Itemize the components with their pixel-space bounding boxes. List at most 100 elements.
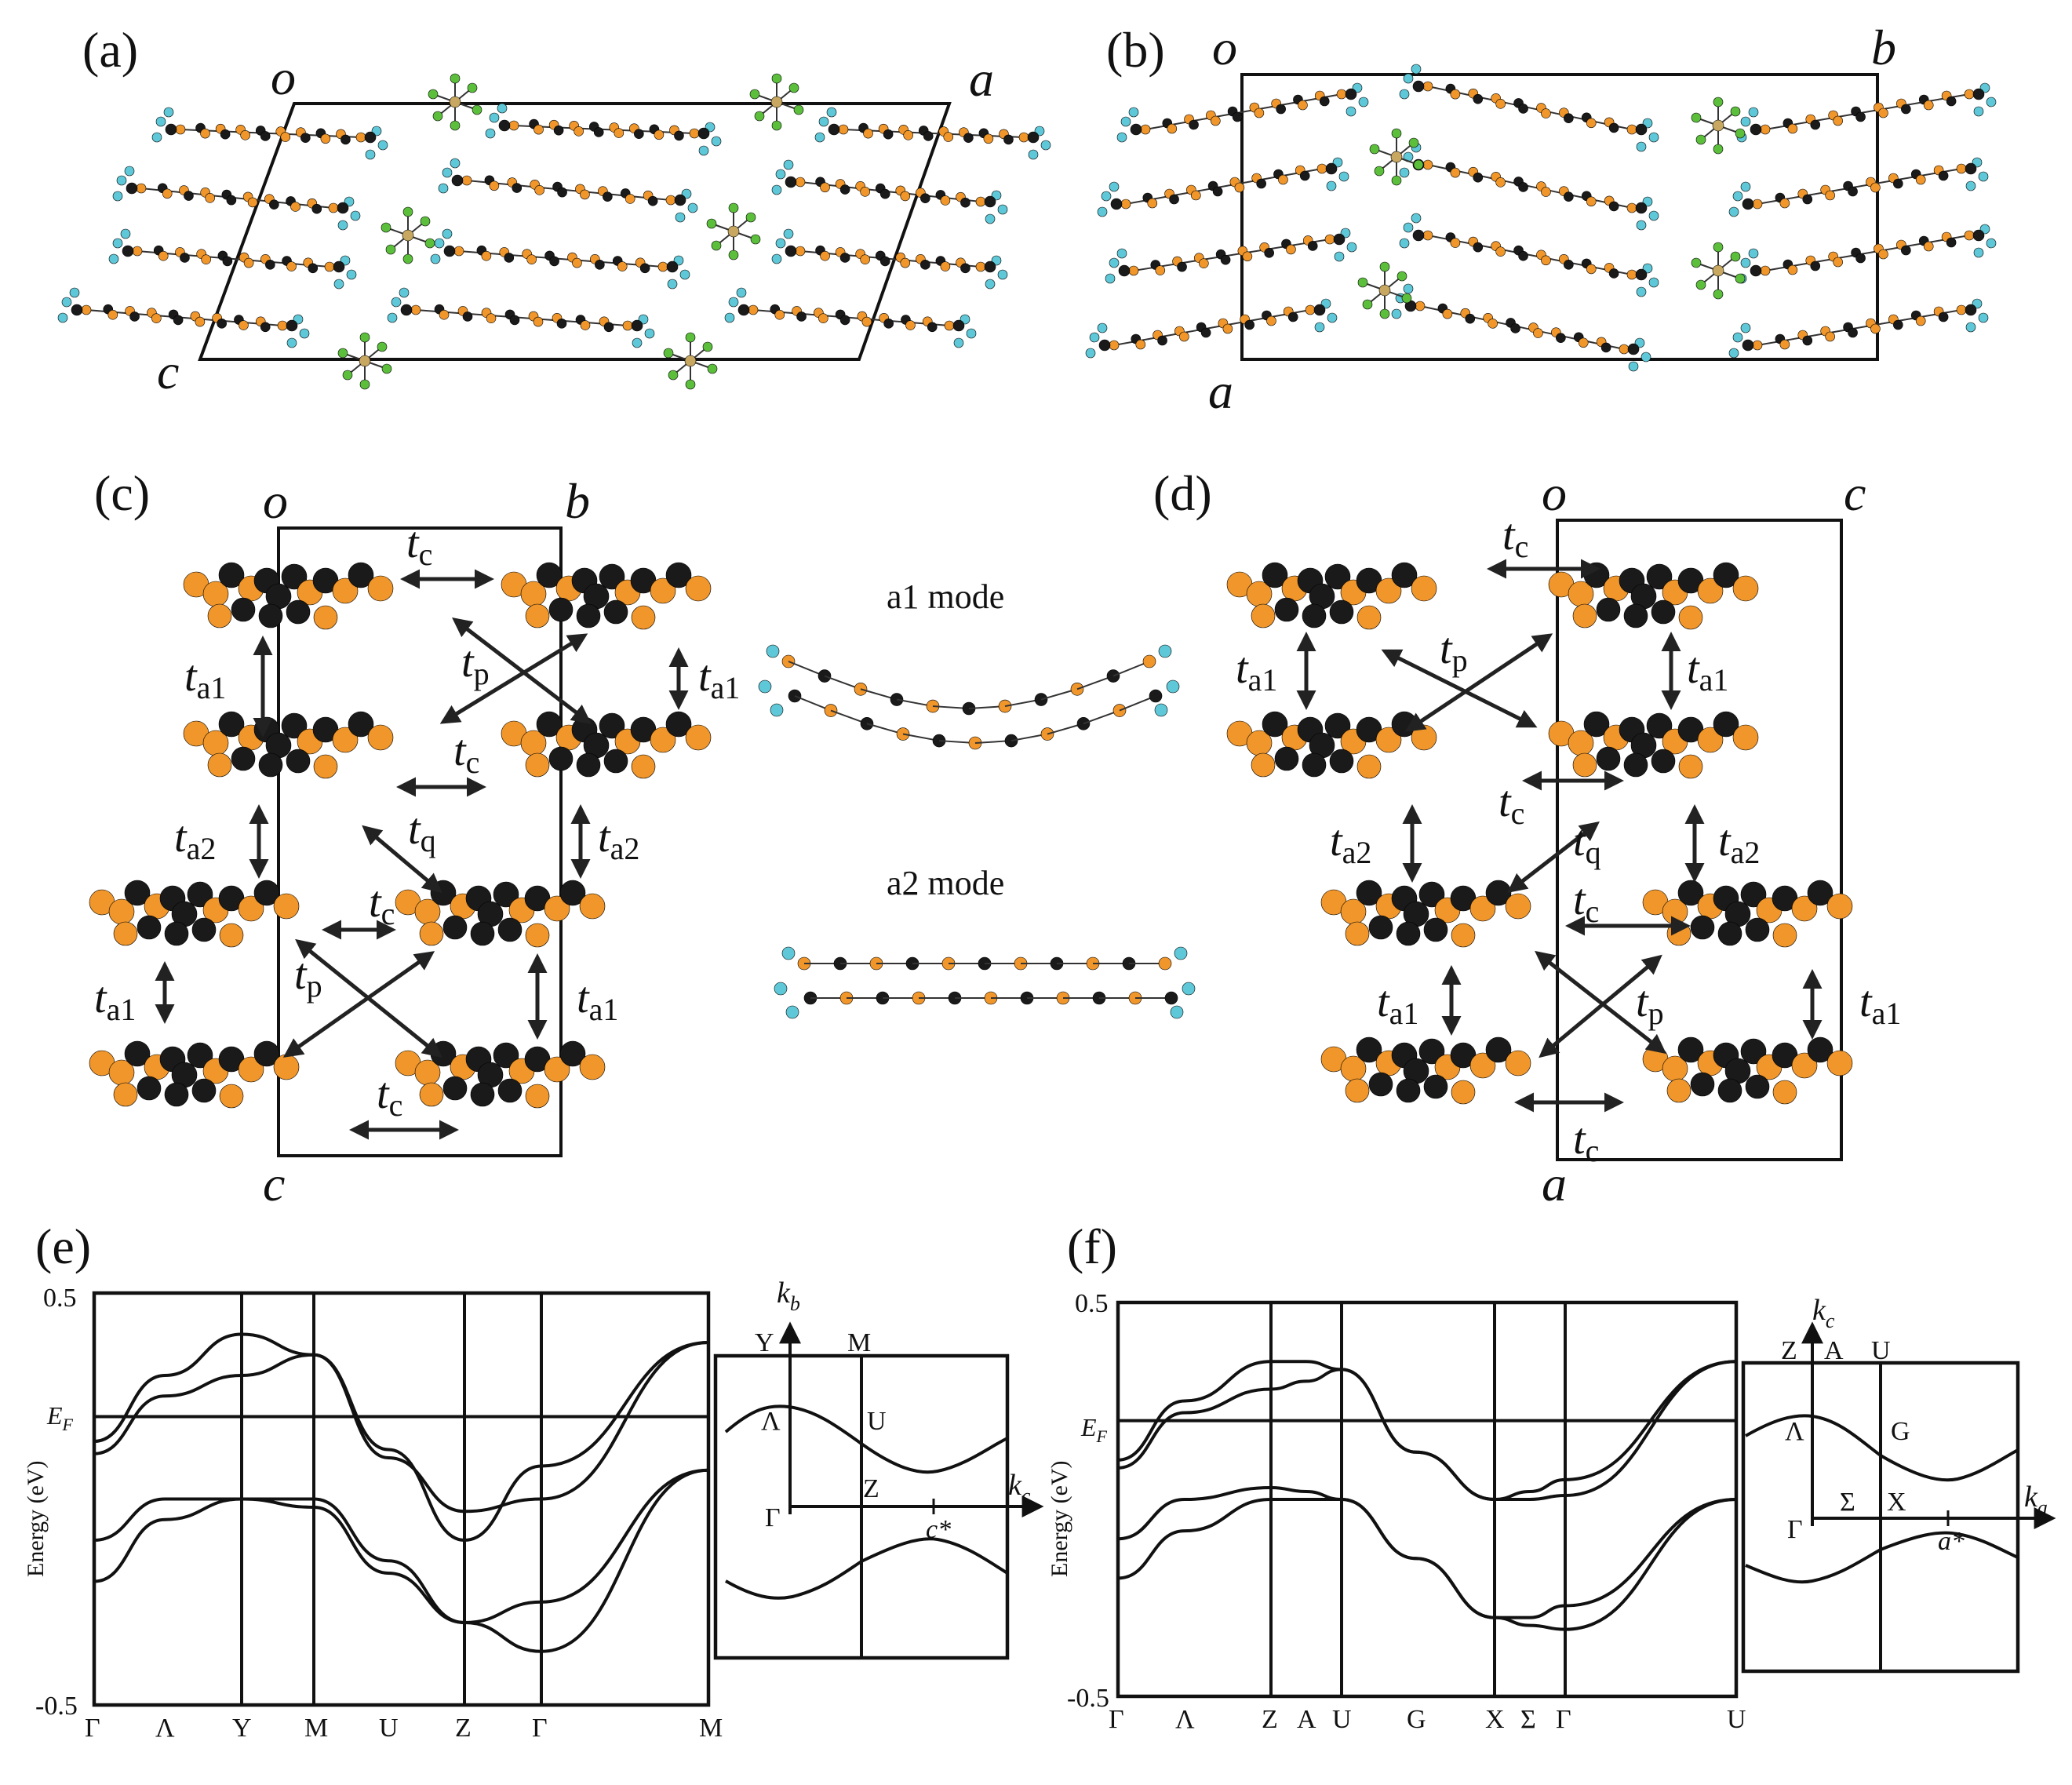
hydrogen-atom (387, 312, 398, 323)
carbon-atom (557, 187, 567, 198)
carbon-atom (260, 131, 271, 141)
carbon-atom (253, 1040, 280, 1067)
molecular-modes: a1 mode a2 mode (758, 577, 1196, 1019)
sulfur-atom (1495, 99, 1506, 109)
hydrogen-atom (1636, 220, 1647, 231)
sulfur-atom (486, 313, 497, 323)
sulfur-atom (243, 257, 254, 268)
sulfur-atom (158, 250, 169, 261)
sulfur-atom (1442, 308, 1453, 319)
k-point-label: M (304, 1714, 328, 1743)
hydrogen-atom (997, 269, 1008, 280)
hydrogen-atom (155, 116, 166, 127)
sulfur-atom (685, 575, 712, 602)
panel-c-label: (c) (94, 465, 150, 521)
sulfur-atom (1495, 177, 1506, 188)
sulfur-atom (903, 130, 913, 140)
carbon-atom (952, 319, 965, 332)
panel-c-origin: o (263, 473, 288, 529)
carbon-atom (1635, 123, 1648, 136)
sulfur-atom (631, 754, 656, 779)
sulfur-atom (367, 575, 394, 602)
fluorine-atom (1713, 97, 1724, 107)
sulfur-atom (286, 261, 297, 271)
sulfur-atom (795, 246, 806, 257)
carbon-atom (217, 319, 227, 329)
hydrogen-atom (438, 183, 449, 194)
sulfur-atom (290, 202, 300, 212)
hydrogen-atom (116, 175, 127, 186)
carbon-atom (451, 174, 464, 187)
k-point-label: Γ (1109, 1705, 1124, 1734)
label-ta1: ta1 (1377, 978, 1418, 1031)
carbon-atom (556, 319, 567, 329)
sulfur-atom (1356, 754, 1382, 779)
hydrogen-atom (1334, 251, 1345, 262)
sulfur-atom (1772, 923, 1797, 948)
sulfur-atom (579, 1054, 606, 1080)
carbon-atom (340, 134, 351, 145)
carbon-atom (187, 881, 213, 908)
sulfur-atom (219, 1084, 244, 1109)
sulfur-atom (324, 261, 335, 272)
carbon-atom (634, 129, 644, 139)
fluorine-atom (754, 111, 765, 122)
band-plot-e (93, 1293, 709, 1705)
fluorine-atom (1357, 277, 1368, 288)
k-point-label: Λ (1175, 1705, 1195, 1734)
fluorine-atom (1691, 257, 1702, 268)
sulfur-atom (273, 1054, 300, 1080)
label-ta1: ta1 (1687, 644, 1728, 698)
sulfur-atom (1787, 264, 1798, 275)
sulfur-atom (943, 132, 954, 142)
carbon-atom (218, 711, 245, 738)
sulfur-atom (1697, 727, 1724, 753)
fluorine-atom (1695, 134, 1706, 145)
sulfur-atom (1923, 100, 1934, 111)
fluorine-atom (385, 244, 396, 255)
sulfur-atom (1422, 159, 1433, 170)
hydrogen-atom (112, 238, 123, 249)
hydrogen-atom (1648, 277, 1659, 288)
k-point-label: Y (232, 1714, 252, 1743)
carbon-atom (548, 597, 574, 622)
sulfur-atom (1505, 893, 1531, 920)
hydrogen-atom (489, 112, 500, 123)
sulfur-atom (1626, 202, 1637, 213)
hydrogen-atom (377, 140, 388, 151)
sulfur-atom (453, 246, 464, 257)
panel-a: (a) o a c (57, 22, 1051, 399)
sulfur-atom (1619, 344, 1630, 355)
sulfur-atom (332, 577, 359, 604)
sulfur-atom (238, 895, 264, 922)
carbon-atom (603, 599, 628, 625)
carbon-atom (536, 562, 563, 588)
sulfur-atom (665, 195, 676, 206)
fluorine-atom (1413, 159, 1424, 170)
ytick-top: 0.5 (43, 1284, 77, 1313)
sulfur-atom (1825, 331, 1835, 342)
sulfur-atom (1128, 265, 1139, 276)
k-point-label: Γ (532, 1714, 548, 1743)
carbon-atom (1274, 597, 1299, 622)
band-plot-f-frame (1116, 1300, 1739, 1699)
carbon-atom (512, 183, 523, 193)
carbon-atom (1742, 198, 1754, 210)
fermi-label: EF (46, 1401, 74, 1434)
hydrogen-atom (783, 159, 794, 170)
sulfur-atom (622, 320, 633, 331)
panel-a-axis-c: c (157, 344, 179, 399)
panel-d-origin: o (1542, 465, 1567, 521)
carbon-atom (595, 260, 605, 270)
carbon-atom (1473, 93, 1484, 104)
carbon-atom (1307, 241, 1318, 251)
sulfur-atom (574, 126, 584, 137)
phosphorus-atom (1712, 119, 1724, 132)
hydrogen-atom (1403, 283, 1414, 294)
hydrogen-atom (399, 287, 410, 298)
carbon-atom (1313, 304, 1326, 316)
hydrogen-atom (1128, 107, 1139, 118)
carbon-atom (218, 562, 245, 588)
